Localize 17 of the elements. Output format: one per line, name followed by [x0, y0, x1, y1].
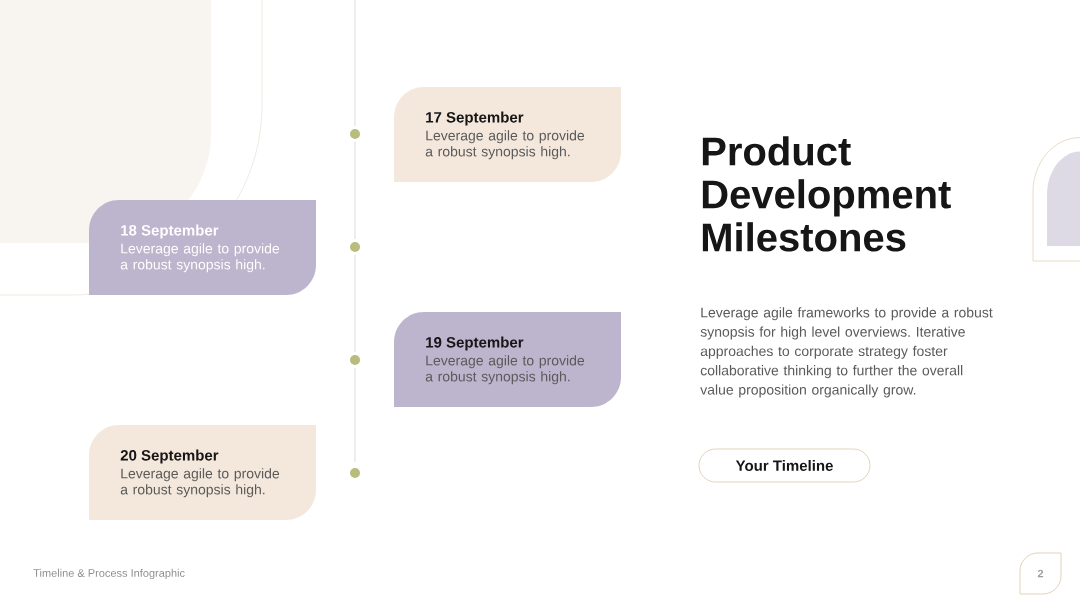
card-text: Leverage agile to provide a robust synopsis high.	[425, 130, 585, 160]
card-heading: 19 September	[426, 336, 524, 351]
pill-button: Your Timeline	[698, 448, 871, 483]
milestone-card	[394, 312, 621, 407]
card-heading: 18 September	[121, 224, 219, 239]
milestone-card	[89, 200, 316, 295]
card-heading: 17 September	[426, 111, 524, 126]
card-heading: 20 September	[120, 449, 219, 464]
title: Product Development Milestones	[702, 136, 951, 252]
footer-text: Timeline & Process Infographic	[33, 568, 185, 580]
card-text: Leverage agile to provide a robust synopsis high.	[425, 355, 585, 385]
card-text: Leverage agile to provide a robust synopsis high.	[120, 468, 280, 498]
card-text: Leverage agile to provide a robust synopsis high.	[120, 243, 280, 273]
page-number: 2	[1019, 552, 1062, 595]
milestone-card	[394, 87, 621, 182]
paragraph: Leverage agile frameworks to provide a robust synopsis for high level overviews. Iterative approaches to corporate strategy foster collaborative thinking to further the overall value proposition organically grow.	[700, 307, 993, 398]
milestone-card	[89, 425, 316, 520]
